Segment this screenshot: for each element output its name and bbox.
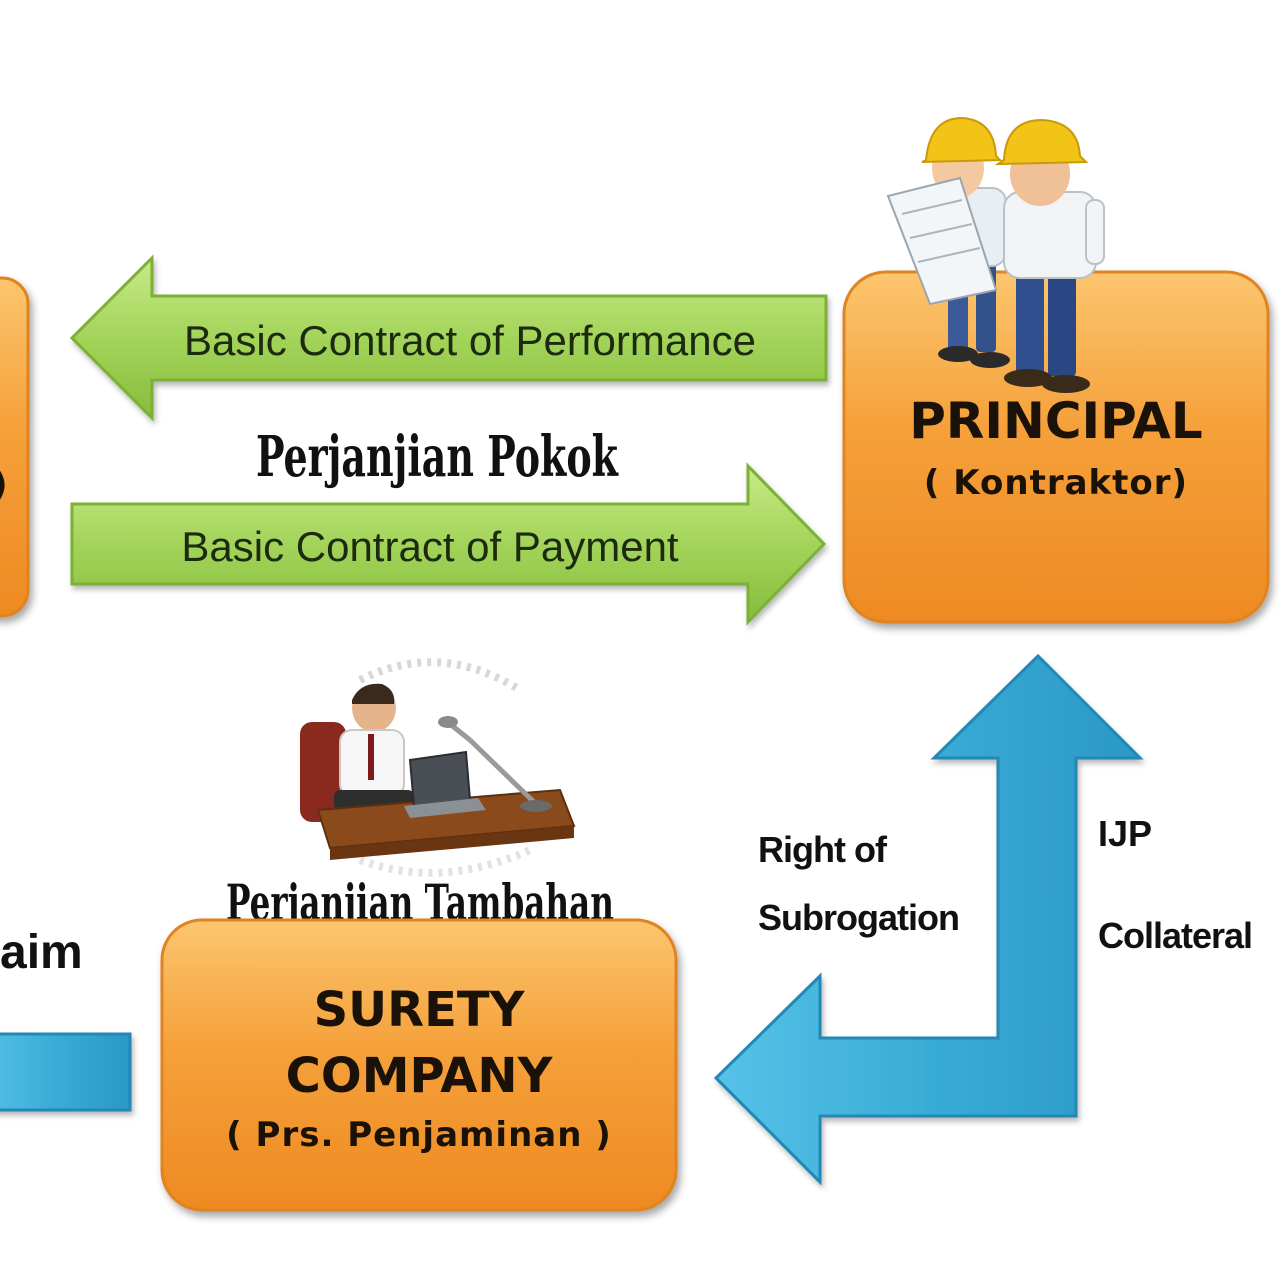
surety-subtitle: ( Prs. Penjaminan ) — [226, 1115, 612, 1155]
left-box-partial-text: ) — [0, 465, 9, 505]
collateral-label-line2: Collateral — [1098, 915, 1252, 956]
principal-subtitle: ( Kontraktor) — [924, 463, 1188, 503]
performance-label: Basic Contract of Performance — [184, 317, 756, 364]
left-party-box: ) — [0, 276, 30, 618]
subrogation-arrows — [713, 653, 1144, 1186]
office-worker-icon — [300, 658, 576, 877]
construction-workers-icon — [886, 116, 1105, 393]
surety-company-box: SURETY COMPANY ( Prs. Penjaminan ) — [160, 918, 678, 1212]
subrogation-label-line1: Right of — [758, 829, 888, 870]
payment-label: Basic Contract of Payment — [181, 523, 679, 570]
claim-arrow-partial — [0, 1032, 132, 1112]
collateral-label-line1: IJP — [1098, 813, 1152, 854]
subrogation-label-line2: Subrogation — [758, 897, 959, 938]
performance-arrow: Basic Contract of Performance — [69, 254, 828, 422]
surety-title-line2: COMPANY — [286, 1048, 554, 1104]
surety-title-line1: SURETY — [314, 982, 526, 1038]
payment-arrow: Basic Contract of Payment — [70, 462, 827, 626]
principal-title: PRINCIPAL — [909, 392, 1203, 450]
left-partial-label: aim — [0, 926, 83, 979]
primary-agreement-heading: Perjanjian Pokok — [256, 424, 619, 490]
